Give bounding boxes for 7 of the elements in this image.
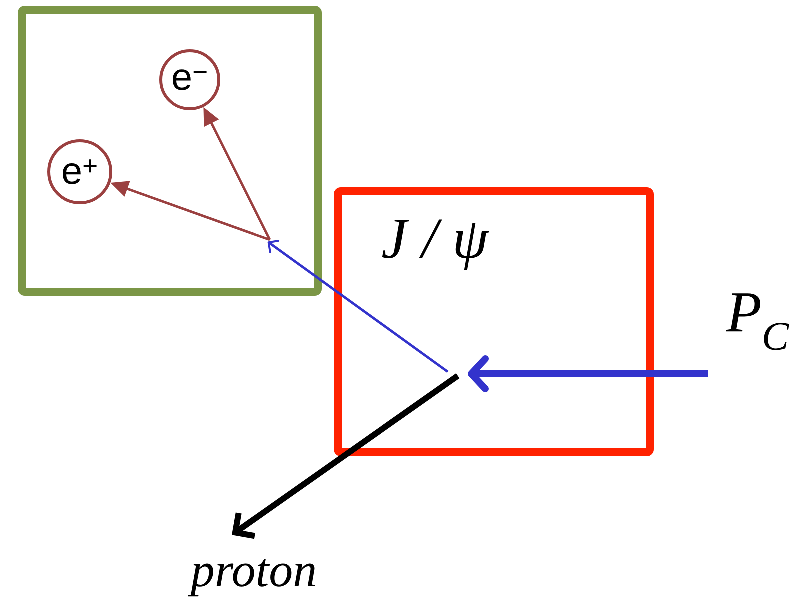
frame-box bbox=[18, 6, 322, 296]
arrow bbox=[232, 374, 460, 540]
particle-label: proton bbox=[188, 559, 316, 597]
frame-box: J / ψ bbox=[334, 188, 654, 456]
particle-label: P$_{C}$ bbox=[726, 294, 790, 350]
arrow bbox=[468, 356, 708, 392]
arrow bbox=[268, 240, 449, 373]
